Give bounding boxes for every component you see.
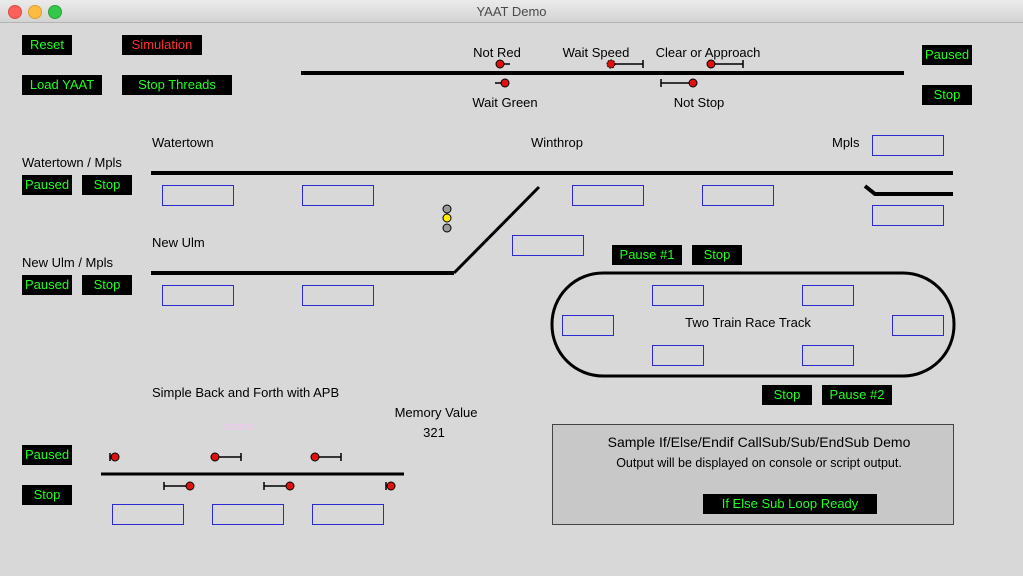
- block-new-ulm-2[interactable]: [302, 285, 374, 306]
- title-bar: YAAT Demo: [0, 0, 1023, 23]
- label-new-ulm-mpls: New Ulm / Mpls: [22, 255, 113, 270]
- mpls-siding: [865, 186, 953, 194]
- block-new-ulm-1[interactable]: [162, 285, 234, 306]
- block-apb-3[interactable]: [312, 504, 384, 525]
- back-forth-paused-button[interactable]: Paused: [22, 445, 72, 465]
- newulm-stop-button[interactable]: Stop: [82, 275, 132, 295]
- signal-wait-speed: [607, 60, 643, 68]
- signal-clear-or-approach: [707, 60, 743, 68]
- pause-1-button[interactable]: Pause #1: [612, 245, 682, 265]
- label-watertown: Watertown: [152, 135, 214, 150]
- block-connector[interactable]: [512, 235, 584, 256]
- label-memory-value: Memory Value: [395, 405, 478, 420]
- label-winthrop: Winthrop: [531, 135, 583, 150]
- label-not-stop: Not Stop: [674, 95, 725, 110]
- label-wait-speed: Wait Speed: [563, 45, 630, 60]
- label-new-ulm: New Ulm: [152, 235, 205, 250]
- demo-status-button[interactable]: If Else Sub Loop Ready: [703, 494, 877, 514]
- stop-threads-button[interactable]: Stop Threads: [122, 75, 232, 95]
- block-mpls-siding[interactable]: [872, 205, 944, 226]
- signal-not-red: [496, 60, 510, 68]
- block-race-6[interactable]: [802, 345, 854, 366]
- apb-signal-6: [386, 482, 395, 490]
- race-stop-top-button[interactable]: Stop: [692, 245, 742, 265]
- label-wait-green: Wait Green: [472, 95, 537, 110]
- block-winthrop-1[interactable]: [572, 185, 644, 206]
- traffic-light-icon: [443, 205, 451, 232]
- signal-not-stop: [661, 79, 697, 87]
- apb-signal-4: [164, 482, 194, 490]
- pause-2-button[interactable]: Pause #2: [822, 385, 892, 405]
- block-race-1[interactable]: [652, 285, 704, 306]
- newulm-paused-button[interactable]: Paused: [22, 275, 72, 295]
- block-apb-1[interactable]: [112, 504, 184, 525]
- signal-wait-green: [495, 79, 509, 87]
- label-race-track: Two Train Race Track: [685, 315, 811, 330]
- block-winthrop-2[interactable]: [702, 185, 774, 206]
- block-race-5[interactable]: [652, 345, 704, 366]
- label-mpls: Mpls: [832, 135, 859, 150]
- reset-button[interactable]: Reset: [22, 35, 72, 55]
- apb-signal-1: [110, 453, 119, 461]
- block-race-3[interactable]: [562, 315, 614, 336]
- demo-subtitle: Output will be displayed on console or s…: [616, 456, 902, 470]
- block-race-2[interactable]: [802, 285, 854, 306]
- layout-panel: Reset Simulation Load YAAT Stop Threads …: [0, 23, 1023, 576]
- window-title: YAAT Demo: [0, 4, 1023, 19]
- apb-signal-5: [264, 482, 294, 490]
- watertown-paused-button[interactable]: Paused: [22, 175, 72, 195]
- label-not-red: Not Red: [473, 45, 521, 60]
- label-clear-or-approach: Clear or Approach: [656, 45, 761, 60]
- apb-signal-3: [311, 453, 341, 461]
- block-watertown-1[interactable]: [162, 185, 234, 206]
- label-watertown-mpls: Watertown / Mpls: [22, 155, 122, 170]
- apb-signal-2: [211, 453, 241, 461]
- block-mpls[interactable]: [872, 135, 944, 156]
- watertown-stop-button[interactable]: Stop: [82, 175, 132, 195]
- signals-paused-button[interactable]: Paused: [922, 45, 972, 65]
- connecting-track: [454, 187, 539, 273]
- load-yaat-button[interactable]: Load YAAT: [22, 75, 102, 95]
- label-back-forth: Simple Back and Forth with APB: [152, 385, 339, 400]
- demo-panel: Sample If/Else/Endif CallSub/Sub/EndSub …: [552, 424, 954, 525]
- signals-stop-button[interactable]: Stop: [922, 85, 972, 105]
- block-watertown-2[interactable]: [302, 185, 374, 206]
- direction-arrow-icon: <==>: [224, 419, 254, 434]
- block-apb-2[interactable]: [212, 504, 284, 525]
- simulation-button[interactable]: Simulation: [122, 35, 202, 55]
- demo-title: Sample If/Else/Endif CallSub/Sub/EndSub …: [608, 434, 911, 450]
- race-stop-bottom-button[interactable]: Stop: [762, 385, 812, 405]
- memory-value: 321: [423, 425, 445, 440]
- block-race-4[interactable]: [892, 315, 944, 336]
- back-forth-stop-button[interactable]: Stop: [22, 485, 72, 505]
